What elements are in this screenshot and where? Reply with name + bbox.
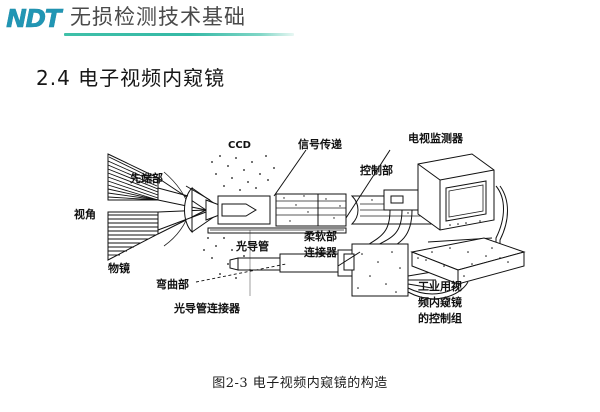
label-control-unit-line3: 的控制组 xyxy=(418,311,462,325)
industrial-control-unit-icon xyxy=(410,237,526,285)
field-of-view-rays xyxy=(157,171,207,247)
control-section-box xyxy=(383,189,421,211)
label-objective-lens: 物镜 xyxy=(108,261,130,275)
bending-section-marker xyxy=(207,227,347,234)
ndt-logo: NDT xyxy=(6,4,62,33)
label-ccd: CCD xyxy=(228,140,251,151)
label-signal-transmission: 信号传递 xyxy=(298,137,342,151)
label-control-section: 控制部 xyxy=(360,163,393,177)
header-title: 无损检测技术基础 xyxy=(70,5,246,29)
header-underline-rule xyxy=(64,33,294,36)
label-flexible-connector-line2: 连接器 xyxy=(304,245,338,259)
label-tip-section: 先端部 xyxy=(130,171,163,185)
bending-section-leader xyxy=(195,263,287,283)
label-light-guide-tube: 光导管 xyxy=(235,239,269,253)
label-view-angle: 视角 xyxy=(74,207,96,221)
insertion-tube-segment xyxy=(275,193,347,227)
view-cone-upper-icon xyxy=(107,153,159,201)
label-tv-monitor: 电视监测器 xyxy=(408,131,464,145)
slide-header: NDT 无损检测技术基础 xyxy=(0,0,600,46)
leader-lines xyxy=(157,149,391,267)
label-flexible-connector-line1: 柔软部 xyxy=(303,229,337,243)
label-control-unit-line1: 工业用视 xyxy=(418,279,462,293)
label-light-guide-connector: 光导管连接器 xyxy=(173,301,241,315)
section-title: 2.4 电子视频内窥镜 xyxy=(36,66,226,90)
figure-diagram: 视角 物镜 先端部 CCD 信号传递 控制部 电视监测器 光导管 弯曲部 光导管… xyxy=(60,126,540,356)
tv-monitor-icon xyxy=(417,153,508,252)
figure-caption: 图2-3 电子视频内窥镜的构造 xyxy=(212,376,388,391)
label-bending-section: 弯曲部 xyxy=(156,277,189,291)
light-guide-tube xyxy=(229,249,353,277)
tip-section-body xyxy=(217,194,277,226)
label-control-unit-line2: 频内窥镜 xyxy=(418,295,462,309)
view-cone-lower-icon xyxy=(107,211,159,261)
